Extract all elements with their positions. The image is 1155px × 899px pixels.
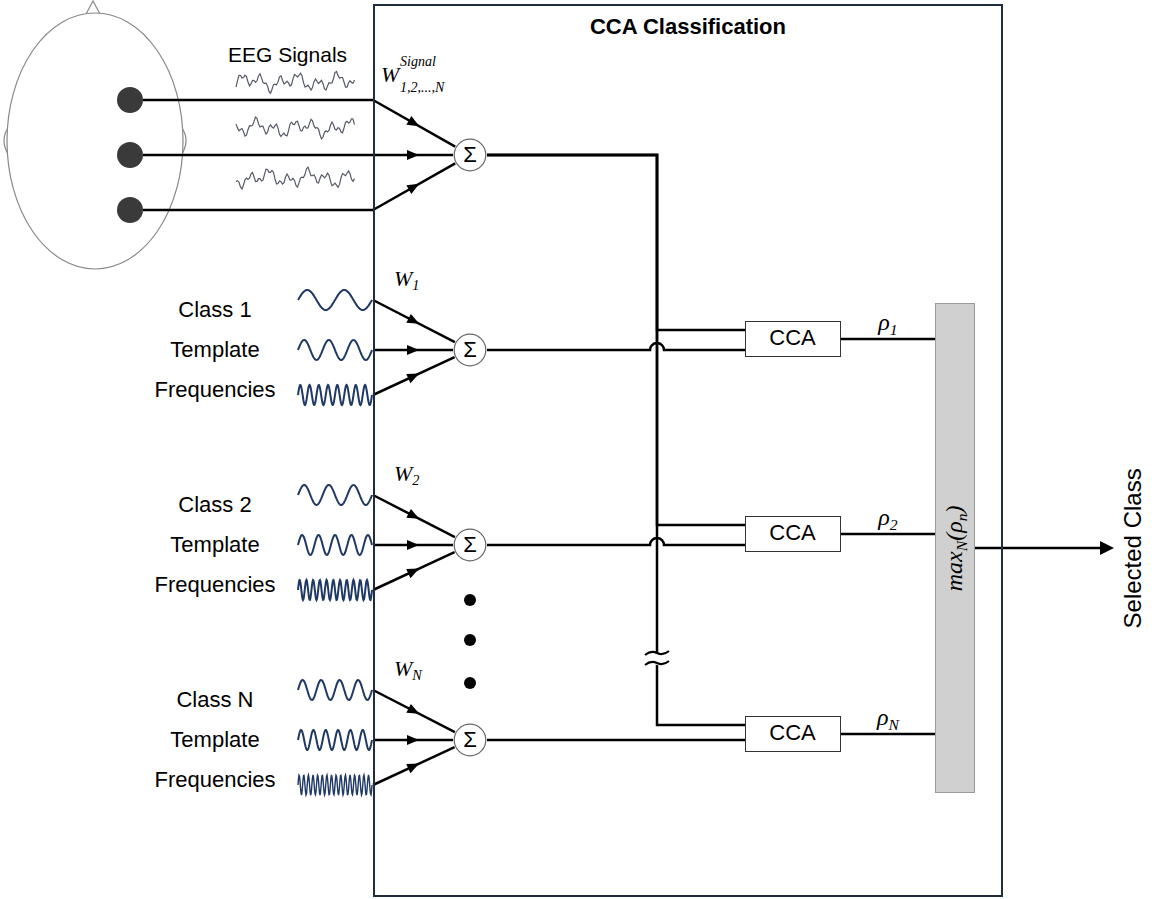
arrowhead [406, 116, 419, 126]
continuation-dot [464, 677, 476, 689]
cca-block: CCA [745, 716, 841, 752]
sum-symbol: Σ [463, 142, 477, 168]
template-sine-wave [298, 680, 372, 700]
template-sine-wave [298, 730, 372, 750]
connector [487, 739, 745, 742]
connector [841, 338, 935, 341]
arrowhead [1100, 541, 1114, 555]
class-label: Class 1 Template Frequencies [140, 290, 290, 410]
arrowhead [406, 569, 419, 579]
arrowhead [407, 345, 419, 355]
classifier-frame: CCA ClassificationΣ Σ Σ Σ CCA CCA CCA maxN(ρn) [373, 4, 1003, 897]
selector-label: maxN(ρn) [941, 505, 970, 591]
weight-symbol: W2 [394, 461, 419, 487]
template-sine-wave [298, 340, 372, 360]
template-sine-wave [298, 580, 372, 600]
cca-block: CCA [745, 516, 841, 552]
summation-node: Σ [453, 723, 487, 757]
sum-circle-outline [454, 529, 486, 561]
connector [487, 155, 745, 725]
sum-symbol: Σ [463, 532, 477, 558]
connector [487, 155, 745, 330]
head [7, 13, 183, 269]
line-break-patch [645, 651, 669, 667]
connector [841, 533, 935, 536]
arrowhead [407, 540, 419, 550]
arrowhead [406, 764, 419, 774]
edge-label: ρ2 [878, 503, 897, 532]
output-arrow [975, 547, 1102, 550]
sum-circle-outline [454, 334, 486, 366]
continuation-dot [464, 634, 476, 646]
connector [487, 155, 745, 525]
arrowhead [406, 184, 419, 194]
eeg-waveform [236, 72, 355, 94]
weight-symbol: W1 [394, 266, 419, 292]
template-sine-wave [298, 290, 372, 310]
electrode [117, 197, 143, 223]
block-label: CCA [769, 720, 815, 746]
arrowhead [406, 509, 419, 519]
sum-symbol: Σ [463, 727, 477, 753]
nose [86, 1, 100, 14]
signal-title: EEG Signals [228, 42, 347, 67]
electrodes [117, 87, 143, 223]
head-outline [4, 1, 186, 269]
weight-superscript: Signal [400, 54, 436, 71]
input-wire [143, 209, 373, 212]
frame-title: CCA Classification [375, 14, 1001, 40]
connector [487, 343, 745, 350]
eeg-waveform [236, 117, 355, 139]
electrode [117, 142, 143, 168]
line-break-mark [645, 651, 669, 655]
line-break-mark [645, 661, 669, 665]
input-wire [143, 154, 373, 157]
sum-circle-outline [454, 724, 486, 756]
electrode [117, 87, 143, 113]
arrowhead [407, 735, 419, 745]
input-wire [373, 163, 455, 210]
input-wire [373, 300, 455, 342]
template-sine-wave [298, 775, 372, 795]
template-sine-wave [298, 535, 372, 555]
summation-node: Σ [453, 528, 487, 562]
input-wire [143, 99, 373, 102]
cca-block: CCA [745, 321, 841, 357]
input-wire [373, 357, 455, 395]
eeg-waveform [236, 167, 355, 189]
sum-circle-outline [454, 139, 486, 171]
connector [487, 538, 745, 545]
class-label: Class N Template Frequencies [140, 680, 290, 800]
input-wire [373, 100, 455, 147]
weight-subscript: 1,2,...,N [400, 80, 444, 97]
arrowhead [406, 374, 419, 384]
template-sine-wave [298, 385, 372, 405]
edge-label: ρN [877, 703, 899, 732]
arrowhead [407, 150, 419, 160]
input-wire [373, 552, 455, 590]
weight-symbol: W [381, 62, 399, 88]
template-sine-wave [298, 485, 372, 505]
input-wire [373, 690, 455, 732]
weight-symbol: WN [394, 656, 422, 682]
continuation-dot [464, 594, 476, 606]
output-label: Selected Class [1119, 468, 1148, 628]
arrowhead [406, 704, 419, 714]
block-label: CCA [769, 325, 815, 351]
arrowhead [406, 314, 419, 324]
connector [841, 733, 935, 736]
summation-node: Σ [453, 138, 487, 172]
summation-node: Σ [453, 333, 487, 367]
input-wire [373, 747, 455, 785]
block-label: CCA [769, 520, 815, 546]
input-wire [373, 495, 455, 537]
class-label: Class 2 Template Frequencies [140, 485, 290, 605]
sum-symbol: Σ [463, 337, 477, 363]
edge-label: ρ1 [878, 308, 897, 337]
max-selector-bar: maxN(ρn) [935, 303, 975, 793]
